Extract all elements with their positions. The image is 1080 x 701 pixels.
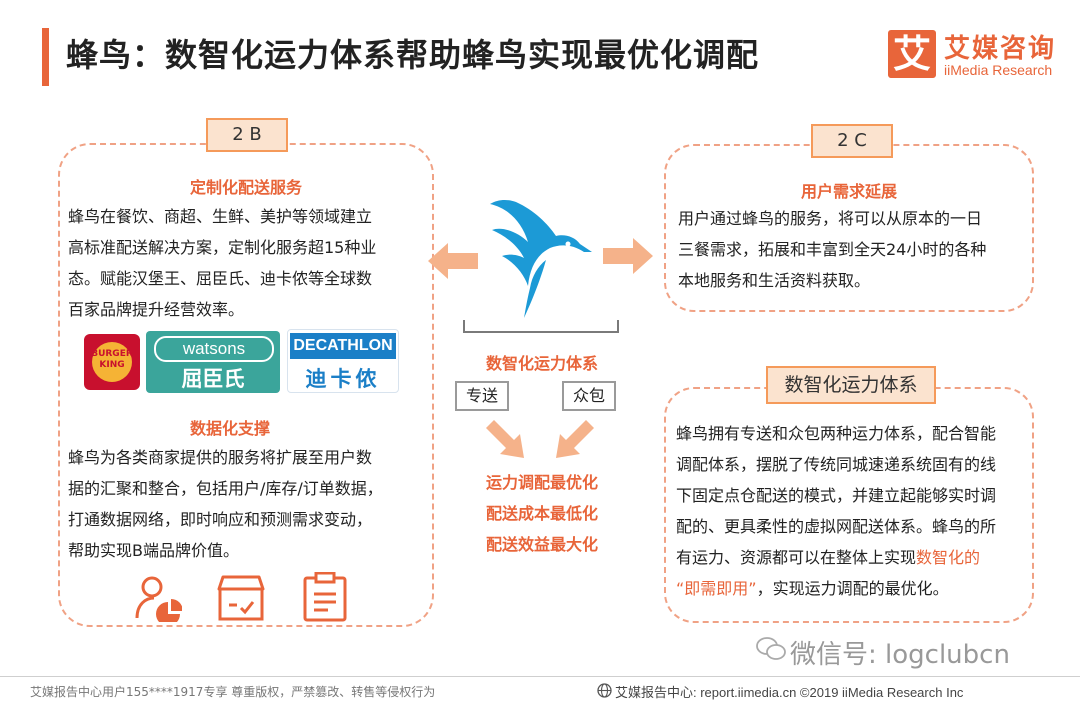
right-arrow-icon <box>603 238 653 274</box>
footer-copyright-notice: 艾媒报告中心用户155****1917专享 尊重版权，严禁篡改、转售等侵权行为 <box>30 685 436 699</box>
zhuansong-box: 专送 <box>455 381 509 411</box>
left-arrow-icon <box>428 243 478 279</box>
bracket-divider <box>463 320 619 333</box>
center-results: 运力调配最优化 配送成本最低化 配送效益最大化 <box>462 467 622 560</box>
result-item: 配送成本最低化 <box>485 504 598 523</box>
footer-divider <box>0 676 1080 677</box>
iimedia-logo-icon: 艾 <box>888 30 936 78</box>
inventory-box-icon <box>217 575 265 621</box>
burger-king-logo: BURGER KING <box>84 334 140 390</box>
wechat-id-watermark: 微信号: logclubcn <box>790 640 1010 670</box>
result-item: 配送效益最大化 <box>485 535 598 554</box>
section-custom-delivery-title: 定制化配送服务 <box>189 178 302 197</box>
zhongbao-box: 众包 <box>562 381 616 411</box>
title-accent-bar <box>42 28 49 86</box>
user-chart-icon <box>135 576 182 622</box>
globe-icon <box>597 683 612 698</box>
highlight-text: “即需即用” <box>676 579 757 598</box>
tag-2b: 2 B <box>206 118 288 152</box>
page-title: 蜂鸟：数智化运力体系帮助蜂鸟实现最优化调配 <box>66 36 760 74</box>
tag-capacity-system: 数智化运力体系 <box>766 366 936 404</box>
watsons-logo: watsons 屈臣氏 <box>146 331 280 393</box>
section-custom-delivery-text: 蜂鸟在餐饮、商超、生鲜、美护等领域建立 高标准配送解决方案，定制化服务超15种业… <box>68 207 377 319</box>
logo-en-text: iiMedia Research <box>944 62 1053 78</box>
order-clipboard-icon <box>303 572 347 622</box>
hummingbird-logo-icon <box>490 199 592 318</box>
decathlon-logo: DECATHLON 迪卡侬 <box>287 329 399 393</box>
user-demand-title: 用户需求延展 <box>800 182 897 201</box>
center-system-label: 数智化运力体系 <box>485 354 598 373</box>
footer-source: 艾媒报告中心: report.iimedia.cn ©2019 iiMedia … <box>615 685 964 700</box>
capacity-system-text: 蜂鸟拥有专送和众包两种运力体系，配合智能 调配体系，摆脱了传统同城速递系统固有的… <box>676 424 997 598</box>
down-right-arrow-icon <box>486 420 524 458</box>
section-data-support-text: 蜂鸟为各类商家提供的服务将扩展至用户数 据的汇聚和整合，包括用户/库存/订单数据… <box>68 448 383 560</box>
tag-2c: 2 C <box>811 124 893 158</box>
user-demand-text: 用户通过蜂鸟的服务，将可以从原本的一日 三餐需求，拓展和丰富到全天24小时的各种… <box>678 209 987 290</box>
section-data-support-title: 数据化支撑 <box>189 419 270 438</box>
result-item: 运力调配最优化 <box>485 473 598 492</box>
down-left-arrow-icon <box>556 420 594 458</box>
highlight-text: 数智化的 <box>916 548 981 567</box>
logo-cn-text: 艾媒咨询 <box>944 34 1057 64</box>
wechat-icon <box>756 637 786 660</box>
